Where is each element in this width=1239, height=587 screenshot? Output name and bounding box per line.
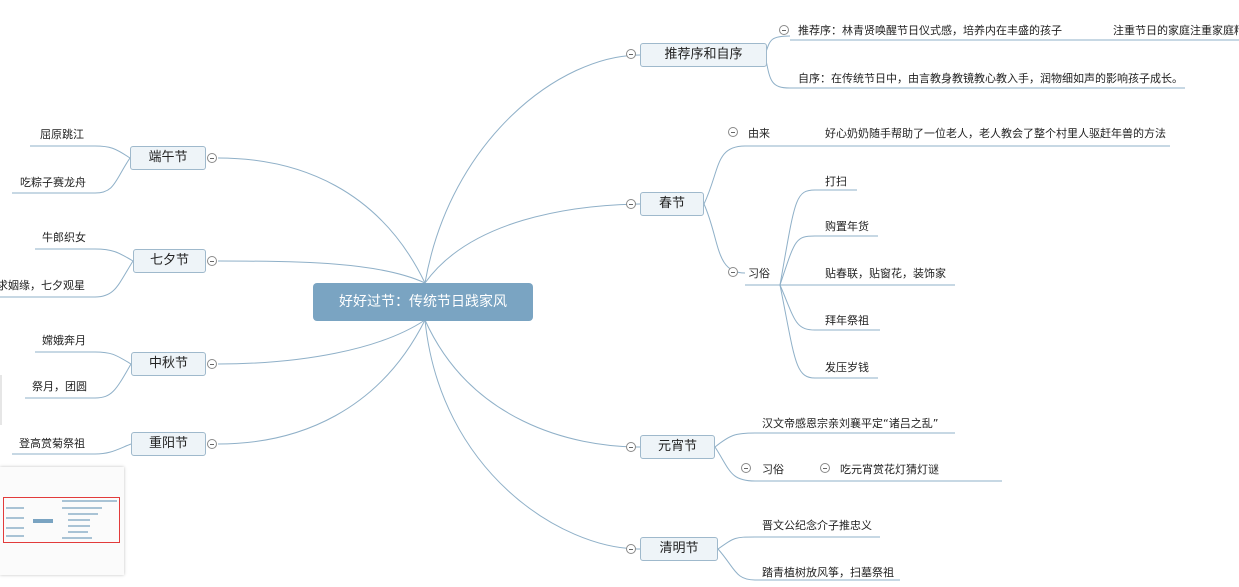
lantern-custom-label[interactable]: 习俗 [762, 463, 784, 476]
collapse-toggle-duanwu[interactable] [207, 153, 217, 163]
collapse-toggle-spring-origin[interactable] [728, 127, 738, 137]
collapse-toggle-spring[interactable] [626, 199, 636, 209]
minimap-panel[interactable] [0, 467, 124, 575]
collapse-toggle-qixi[interactable] [207, 256, 217, 266]
qixi-item[interactable]: 牛郎织女 [42, 231, 86, 244]
minimap-viewport[interactable] [3, 497, 120, 543]
spring-origin-text[interactable]: 好心奶奶随手帮助了一位老人，老人教会了整个村里人驱赶年兽的方法 [825, 127, 1166, 140]
lantern-origin-text[interactable]: 汉文帝感恩宗亲刘襄平定“诸吕之乱” [762, 417, 939, 430]
spring-custom-label[interactable]: 习俗 [748, 267, 770, 280]
spring-custom-item[interactable]: 贴春联，贴窗花，装饰家 [825, 267, 946, 280]
topic-qingming-festival[interactable]: 清明节 [640, 537, 718, 561]
topic-midautumn-festival[interactable]: 中秋节 [131, 352, 206, 376]
collapse-toggle-lantern[interactable] [626, 442, 636, 452]
midautumn-item[interactable]: 嫦娥奔月 [42, 334, 86, 347]
minimap-branch [62, 507, 102, 509]
chongyang-item[interactable]: 登高赏菊祭祖 [19, 437, 85, 450]
duanwu-item[interactable]: 吃粽子赛龙舟 [20, 176, 86, 189]
lantern-custom-text[interactable]: 吃元宵赏花灯猜灯谜 [840, 463, 939, 476]
collapse-toggle-chongyang[interactable] [207, 439, 217, 449]
collapse-toggle-lantern-custom[interactable] [741, 463, 751, 473]
spring-custom-item[interactable]: 拜年祭祖 [825, 314, 869, 327]
topic-spring-festival[interactable]: 春节 [640, 192, 704, 216]
collapse-toggle-preface-item[interactable] [779, 25, 789, 35]
topic-lantern-festival[interactable]: 元宵节 [640, 435, 715, 459]
minimap-branch [6, 527, 24, 529]
collapse-toggle-lantern-custom-item[interactable] [820, 463, 830, 473]
qingming-item[interactable]: 晋文公纪念介子推忠义 [762, 519, 872, 532]
midautumn-item[interactable]: 祭月，团圆 [32, 380, 87, 393]
preface-recommendation-child[interactable]: 注重节日的家庭注重家庭精 [1113, 24, 1239, 37]
left-edge-shadow [0, 375, 2, 425]
topic-duanwu-festival[interactable]: 端午节 [130, 146, 206, 170]
minimap-branch [62, 537, 92, 539]
spring-custom-item[interactable]: 打扫 [825, 175, 847, 188]
topic-chongyang-festival[interactable]: 重阳节 [131, 432, 206, 456]
spring-custom-item[interactable]: 发压岁钱 [825, 361, 869, 374]
minimap-branch [6, 507, 24, 509]
minimap-central [33, 519, 53, 523]
preface-author[interactable]: 自序：在传统节日中，由言教身教镜教心教入手，润物细如声的影响孩子成长。 [798, 72, 1183, 85]
preface-recommendation[interactable]: 推荐序：林青贤唤醒节日仪式感，培养内在丰盛的孩子 [798, 24, 1062, 37]
qixi-item[interactable]: 求姻缘，七夕观星 [0, 279, 85, 292]
central-topic[interactable]: 好好过节：传统节日践家风 [313, 283, 533, 321]
minimap-branch [68, 531, 88, 533]
minimap-branch [68, 513, 98, 515]
minimap-branch [68, 525, 90, 527]
qingming-item[interactable]: 踏青植树放风筝，扫墓祭祖 [762, 566, 894, 579]
collapse-toggle-spring-custom[interactable] [728, 267, 738, 277]
minimap-branch [62, 500, 117, 502]
spring-origin-label[interactable]: 由来 [748, 127, 770, 140]
collapse-toggle-midautumn[interactable] [207, 359, 217, 369]
collapse-toggle-preface[interactable] [626, 49, 636, 59]
collapse-toggle-qingming[interactable] [626, 544, 636, 554]
spring-custom-item[interactable]: 购置年货 [825, 220, 869, 233]
topic-preface[interactable]: 推荐序和自序 [640, 43, 767, 67]
minimap-branch [68, 519, 90, 521]
duanwu-item[interactable]: 屈原跳江 [40, 128, 84, 141]
minimap-branch [6, 535, 24, 537]
minimap-branch [6, 517, 24, 519]
topic-qixi-festival[interactable]: 七夕节 [133, 249, 206, 273]
